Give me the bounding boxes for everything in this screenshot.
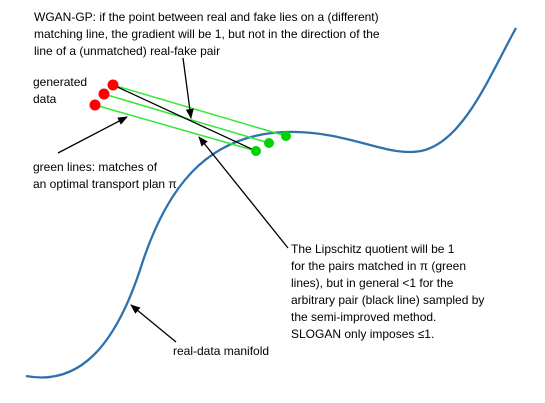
- arbitrary-pair-line: [112, 84, 257, 152]
- generated-points: [89, 79, 119, 111]
- lipschitz-annotation: The Lipschitz quotient will be 1 for the…: [291, 242, 485, 341]
- matching-line-1: [112, 84, 287, 137]
- wgan-arrow: [182, 57, 194, 119]
- manifold-label: real-data manifold: [173, 344, 270, 358]
- green-lines-arrow: [57, 116, 128, 154]
- real-points: [251, 131, 291, 156]
- generated-point-2: [98, 88, 110, 100]
- manifold-curve: [25, 27, 518, 379]
- annotation-arrows: [57, 57, 289, 343]
- lipschitz-arrow: [198, 136, 289, 249]
- wgan-gp-annotation: WGAN-GP: if the point between real and f…: [34, 10, 380, 58]
- real-point-1: [281, 131, 291, 141]
- green-lines-annotation: green lines: matches of an optimal trans…: [33, 160, 177, 191]
- generated-data-label: generated data: [33, 75, 88, 106]
- manifold-arrow: [130, 304, 177, 343]
- real-point-3: [251, 146, 261, 156]
- real-point-2: [264, 138, 274, 148]
- generated-point-3: [89, 99, 101, 111]
- generated-point-1: [107, 79, 119, 91]
- matching-line-3: [94, 104, 257, 152]
